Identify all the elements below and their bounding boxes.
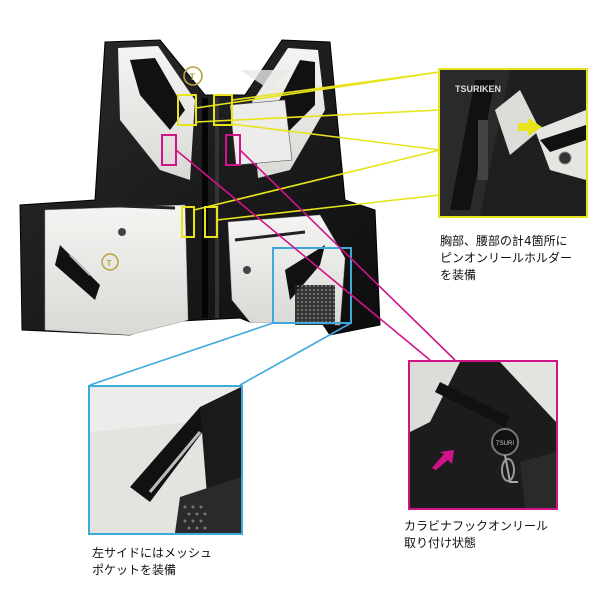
callout-photo-top-right: TSURIKEN: [438, 68, 588, 218]
svg-text:TSURI: TSURI: [496, 441, 514, 447]
carabiner-reel-closeup: TSURI: [410, 362, 556, 508]
callout-photo-bottom-left: [88, 385, 243, 535]
left-pocket-panel: [44, 204, 189, 336]
caption-top-right: 胸部、腰部の計4箇所に ピンオンリールホルダー を装備: [440, 234, 573, 282]
caption-bottom-left: 左サイドにはメッシュ ポケットを装備: [92, 546, 213, 577]
chest-logo: T: [183, 66, 203, 86]
svg-text:TSURIKEN: TSURIKEN: [455, 84, 501, 94]
caption-bottom-right: カラビナフックオンリール 取り付け状態: [404, 519, 549, 550]
arrow-icon: [518, 118, 542, 136]
magenta-connectors: [175, 149, 456, 361]
arrow-icon: [432, 450, 454, 470]
reel-holder-closeup: TSURIKEN: [440, 70, 586, 216]
svg-text:T: T: [190, 72, 196, 82]
side-mesh: [295, 285, 335, 325]
cyan-connectors: [89, 322, 352, 386]
svg-text:T: T: [107, 259, 112, 268]
yellow-connectors: [193, 71, 441, 221]
cyan-marker: [272, 247, 352, 324]
yellow-markers: [177, 94, 233, 238]
pocket-logo: T: [101, 253, 119, 271]
mesh-pocket-closeup: [90, 387, 241, 533]
callout-photo-bottom-right: TSURI: [408, 360, 558, 510]
